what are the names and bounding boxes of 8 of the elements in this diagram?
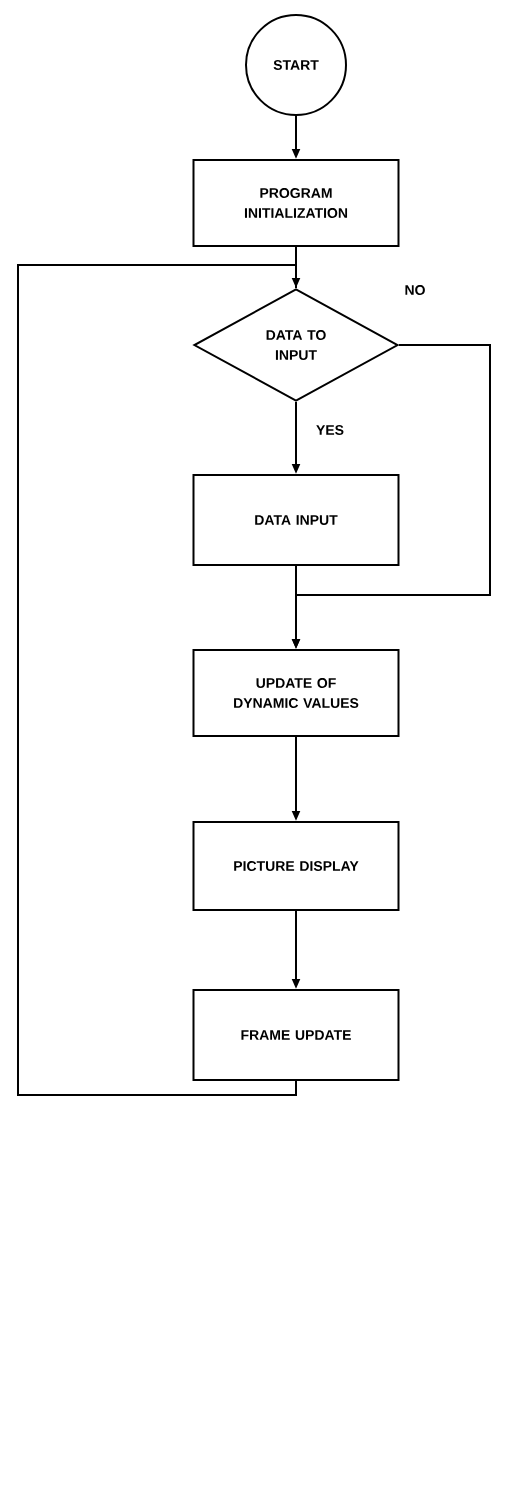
arrow: [17, 264, 301, 1096]
edge-label: NO: [402, 283, 428, 297]
process-box: UPDATE OF DYNAMIC VALUES: [192, 649, 400, 737]
process-box: PICTURE DISPLAY: [192, 821, 400, 911]
process-box: DATA INPUT: [192, 474, 400, 566]
process-box: PROGRAM INITIALIZATION: [192, 159, 400, 247]
process-box: FRAME UPDATE: [192, 989, 400, 1081]
edge-label: YES: [314, 423, 346, 437]
